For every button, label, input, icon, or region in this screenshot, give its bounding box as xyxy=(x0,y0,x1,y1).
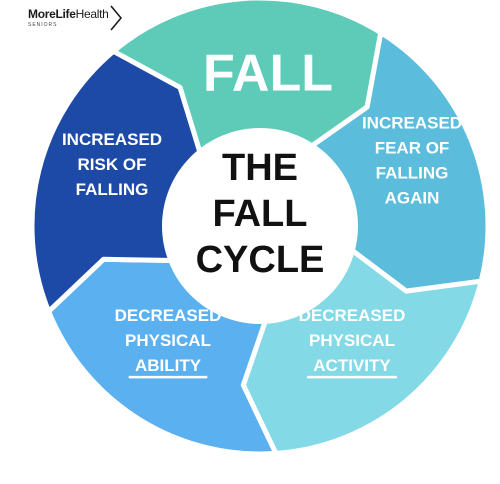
brand-text: MoreLifeHealth SENIORS xyxy=(28,4,109,29)
segment-risk-label-line: INCREASED xyxy=(62,130,162,149)
brand-name-bold: MoreLife xyxy=(28,7,76,21)
brand-name-light: Health xyxy=(75,7,109,21)
brand-logo: MoreLifeHealth SENIORS xyxy=(28,4,122,34)
segment-risk-label-line: FALLING xyxy=(76,180,149,199)
segment-fear-label-line: FALLING xyxy=(376,164,449,183)
segment-fear-label-line: FEAR OF xyxy=(375,139,450,158)
center-title-line: FALL xyxy=(213,193,308,235)
chevron-right-icon xyxy=(109,5,122,31)
brand-subtitle: SENIORS xyxy=(28,22,58,28)
segment-ability-label-line: ABILITY xyxy=(135,356,202,375)
segment-activity-label-line: ACTIVITY xyxy=(313,356,391,375)
center-title-line: CYCLE xyxy=(196,239,325,281)
brand-name: MoreLifeHealth xyxy=(28,8,109,21)
segment-fall-label-line: FALL xyxy=(203,45,333,103)
segment-ability-label-line: DECREASED xyxy=(115,306,222,325)
segment-fear-label-line: INCREASED xyxy=(362,114,462,133)
segment-activity-label-line: DECREASED xyxy=(299,306,406,325)
segment-fear-label-line: AGAIN xyxy=(385,189,440,208)
center-title-line: THE xyxy=(222,147,298,189)
segment-risk-label-line: RISK OF xyxy=(78,155,147,174)
center-disc xyxy=(162,128,358,324)
segment-labels: FALL INCREASED FEAR OF FALLING AGAIN DECREASE… xyxy=(62,45,462,379)
segment-activity-label-line: PHYSICAL xyxy=(309,331,395,350)
segment-ability-label-line: PHYSICAL xyxy=(125,331,211,350)
